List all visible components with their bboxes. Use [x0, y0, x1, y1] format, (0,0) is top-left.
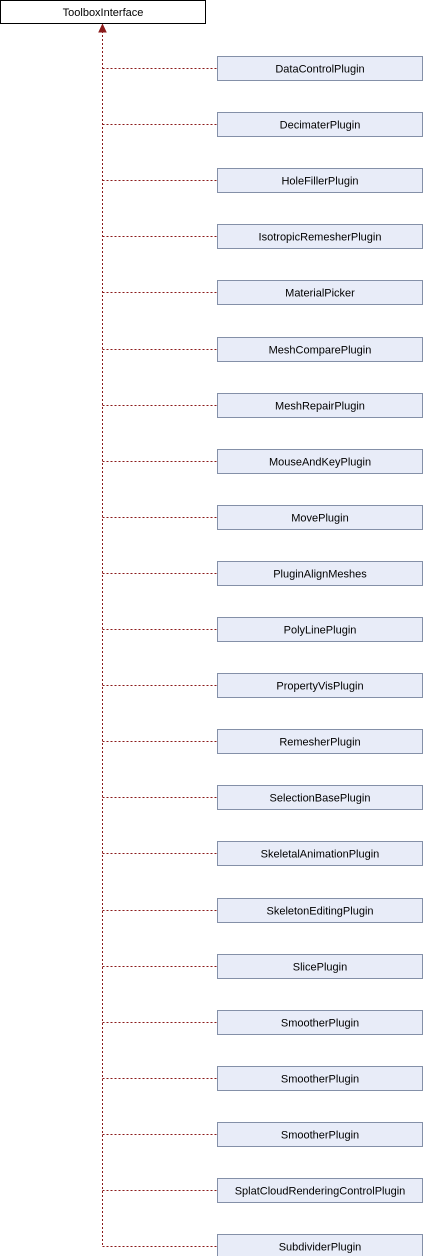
derived-class-label: SubdividerPlugin [279, 1242, 362, 1254]
derived-class-label: SelectionBasePlugin [270, 793, 371, 805]
derived-class-node[interactable]: DataControlPlugin [217, 56, 423, 81]
derived-class-box [217, 449, 423, 474]
derived-class-node[interactable]: SkeletonEditingPlugin [217, 898, 423, 923]
derived-class-box [217, 954, 423, 979]
derived-class-label: IsotropicRemesherPlugin [259, 232, 382, 244]
derived-class-node[interactable]: SplatCloudRenderingControlPlugin [217, 1178, 423, 1203]
derived-class-node[interactable]: SmootherPlugin [217, 1010, 423, 1035]
derived-class-label: SlicePlugin [293, 962, 347, 974]
derived-class-label: MovePlugin [291, 513, 348, 525]
derived-class-box [217, 505, 423, 530]
derived-class-node[interactable]: MovePlugin [217, 505, 423, 530]
derived-class-label: SkeletonEditingPlugin [266, 906, 373, 918]
derived-class-box [217, 841, 423, 866]
derived-class-box [217, 1122, 423, 1147]
derived-class-box [217, 56, 423, 81]
derived-class-box [217, 729, 423, 754]
derived-class-label: SkeletalAnimationPlugin [261, 849, 380, 861]
derived-class-label: MeshRepairPlugin [275, 401, 365, 413]
derived-class-label: SmootherPlugin [281, 1130, 359, 1142]
derived-class-node[interactable]: SkeletalAnimationPlugin [217, 841, 423, 866]
derived-class-node[interactable]: RemesherPlugin [217, 729, 423, 754]
derived-class-box [217, 673, 423, 698]
derived-class-node[interactable]: PropertyVisPlugin [217, 673, 423, 698]
derived-class-node[interactable]: SmootherPlugin [217, 1122, 423, 1147]
derived-class-label: PolyLinePlugin [284, 625, 357, 637]
derived-class-nodes: DataControlPluginDecimaterPluginHoleFill… [217, 56, 423, 1256]
derived-class-node[interactable]: SelectionBasePlugin [217, 785, 423, 810]
derived-class-node[interactable]: SlicePlugin [217, 954, 423, 979]
derived-class-box [217, 561, 423, 586]
derived-class-node[interactable]: IsotropicRemesherPlugin [217, 224, 423, 249]
derived-class-box [217, 1234, 423, 1256]
derived-class-box [217, 337, 423, 362]
derived-class-label: MeshComparePlugin [269, 345, 372, 357]
derived-class-node[interactable]: MeshComparePlugin [217, 337, 423, 362]
derived-class-node[interactable]: MouseAndKeyPlugin [217, 449, 423, 474]
derived-class-label: PluginAlignMeshes [273, 569, 367, 581]
base-class-label: ToolboxInterface [63, 7, 144, 19]
derived-class-node[interactable]: MaterialPicker [217, 280, 423, 305]
derived-class-node[interactable]: SubdividerPlugin [217, 1234, 423, 1256]
derived-class-label: SmootherPlugin [281, 1074, 359, 1086]
derived-class-label: DataControlPlugin [275, 64, 364, 76]
derived-class-box [217, 1010, 423, 1035]
derived-class-node[interactable]: HoleFillerPlugin [217, 168, 423, 193]
derived-class-box [217, 280, 423, 305]
derived-class-node[interactable]: PolyLinePlugin [217, 617, 423, 642]
derived-class-label: SplatCloudRenderingControlPlugin [235, 1186, 406, 1198]
derived-class-box [217, 393, 423, 418]
derived-class-label: SmootherPlugin [281, 1018, 359, 1030]
derived-class-node[interactable]: DecimaterPlugin [217, 112, 423, 137]
derived-class-label: RemesherPlugin [279, 737, 360, 749]
derived-class-node[interactable]: PluginAlignMeshes [217, 561, 423, 586]
derived-class-box [217, 112, 423, 137]
base-class-node[interactable]: ToolboxInterface [0, 0, 206, 24]
derived-class-label: PropertyVisPlugin [276, 681, 363, 693]
base-class-box [0, 0, 206, 24]
derived-class-box [217, 1178, 423, 1203]
derived-class-node[interactable]: MeshRepairPlugin [217, 393, 423, 418]
derived-class-box [217, 617, 423, 642]
derived-class-node[interactable]: SmootherPlugin [217, 1066, 423, 1091]
inheritance-arrowhead [98, 23, 107, 33]
derived-class-label: MaterialPicker [285, 288, 355, 300]
inheritance-edges [98, 23, 218, 1247]
derived-class-label: HoleFillerPlugin [281, 176, 358, 188]
derived-class-box [217, 898, 423, 923]
derived-class-box [217, 224, 423, 249]
derived-class-label: MouseAndKeyPlugin [269, 457, 371, 469]
derived-class-box [217, 168, 423, 193]
derived-class-label: DecimaterPlugin [280, 120, 361, 132]
derived-class-box [217, 1066, 423, 1091]
derived-class-box [217, 785, 423, 810]
